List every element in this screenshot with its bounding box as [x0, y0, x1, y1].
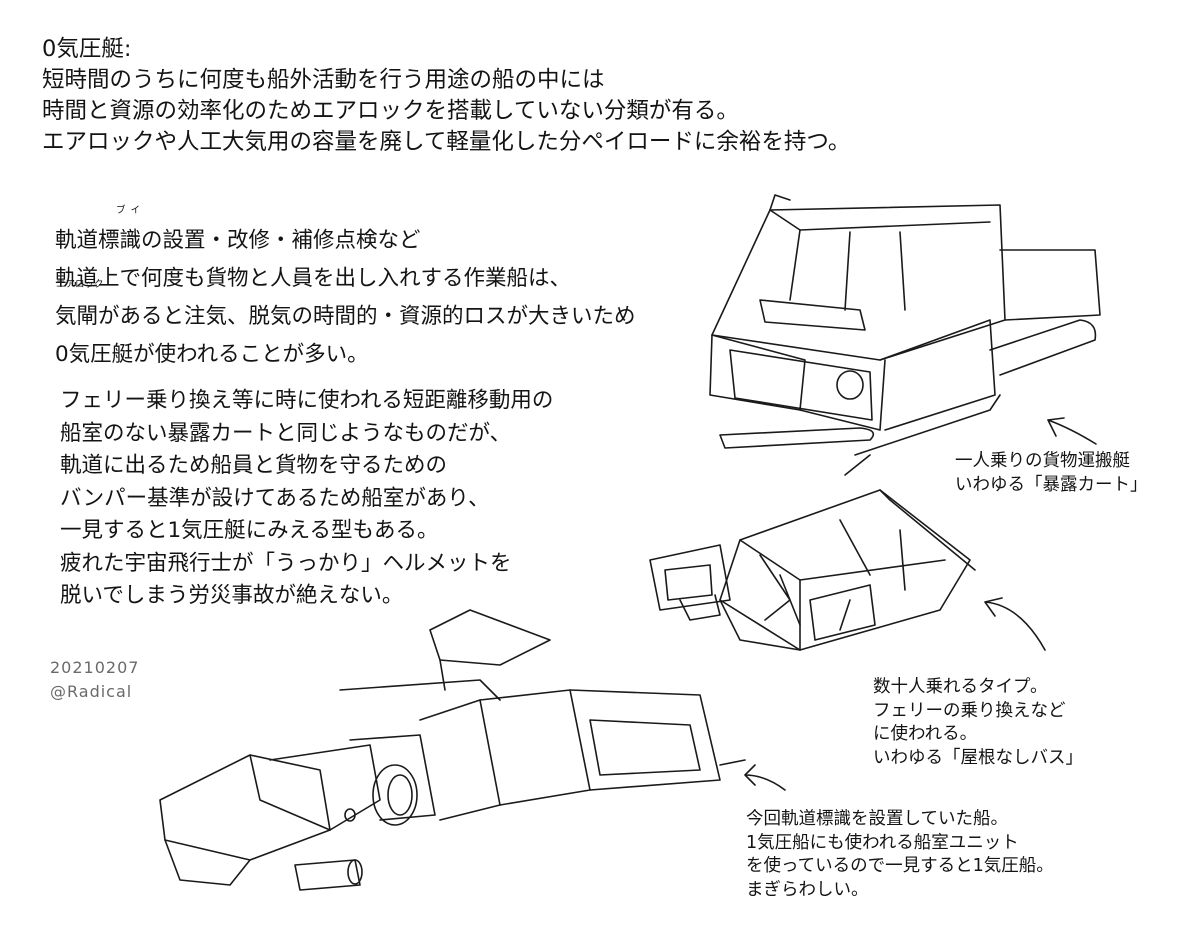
- paragraph-ferry: フェリー乗り換え等に時に使われる短距離移動用の 船室のない暴露カートと同じような…: [60, 385, 553, 613]
- caption-cargo-cart: 一人乗りの貨物運搬艇 いわゆる「暴露カート」: [955, 450, 1148, 497]
- caption-line: に使われる。: [873, 724, 978, 744]
- paragraph-line: 疲れた宇宙飛行士が「うっかり」ヘルメットを: [60, 550, 512, 576]
- ruby-airlock: エアロック: [56, 279, 104, 290]
- work-ship-sketch: [159, 609, 746, 891]
- arrow-icon-cart: [1047, 417, 1097, 445]
- paragraph-line: 気閘があると注気、脱気の時間的・資源的ロスが大きいため: [55, 304, 636, 329]
- caption-line: いわゆる「暴露カート」: [955, 474, 1148, 495]
- intro-line: エアロックや人工大気用の容量を廃して軽量化した分ペイロードに余裕を持つ。: [42, 129, 851, 155]
- caption-line: いわゆる「屋根なしバス」: [873, 747, 1083, 768]
- paragraph-line: 0気圧艇が使われることが多い。: [55, 342, 369, 367]
- paragraph-line: 脱いでしまう労災事故が絶えない。: [60, 583, 404, 608]
- cargo-cart-sketch: [709, 194, 1101, 476]
- ruby-buoy: ブイ: [116, 205, 146, 216]
- caption-line: 一人乗りの貨物運搬艇: [955, 451, 1130, 471]
- paragraph-orbital-work: 軌道標識の設置・改修・補修点検など 軌道上で何度も貨物と人員を出し入れする作業船…: [55, 222, 636, 374]
- caption-line: 1気圧船にも使われる船室ユニット: [746, 832, 1019, 853]
- intro-line: 短時間のうちに何度も船外活動を行う用途の船の中には: [42, 67, 605, 93]
- intro-block: 0気圧艇: 短時間のうちに何度も船外活動を行う用途の船の中には 時間と資源の効率…: [42, 34, 850, 158]
- caption-line: を使っているので一見すると1気圧船。: [746, 856, 1054, 876]
- paragraph-line: 船室のない暴露カートと同じようなものだが、: [60, 420, 512, 446]
- caption-line: まぎらわしい。: [746, 879, 869, 900]
- caption-work-ship: 今回軌道標識を設置していた船。 1気圧船にも使われる船室ユニット を使っているの…: [746, 808, 1054, 902]
- open-bus-sketch: [649, 489, 976, 651]
- caption-line: フェリーの乗り換えなど: [873, 700, 1066, 721]
- paragraph-line: 軌道標識の設置・改修・補修点検など: [55, 228, 421, 253]
- intro-line: 時間と資源の効率化のためエアロックを搭載していない分類が有る。: [42, 98, 739, 124]
- paragraph-line: 軌道に出るため船員と貨物を守るための: [60, 453, 448, 478]
- paragraph-line: バンパー基準が設けてあるため船室があり、: [60, 485, 490, 511]
- signature-date: 20210207: [50, 658, 140, 677]
- caption-open-bus: 数十人乗れるタイプ。 フェリーの乗り換えなど に使われる。 いわゆる「屋根なしバ…: [873, 676, 1083, 770]
- intro-title: 0気圧艇:: [42, 36, 132, 62]
- caption-line: 数十人乗れるタイプ。: [873, 677, 1048, 697]
- paragraph-line: フェリー乗り換え等に時に使われる短距離移動用の: [60, 388, 554, 413]
- paragraph-line: 軌道上で何度も貨物と人員を出し入れする作業船は、: [55, 266, 572, 291]
- arrow-icon-ship: [744, 764, 786, 791]
- arrow-icon-bus: [984, 597, 1046, 651]
- artist-signature: 20210207 @Radical: [50, 656, 139, 704]
- caption-line: 今回軌道標識を設置していた船。: [746, 809, 1008, 829]
- paragraph-line: 一見すると1気圧艇にみえる型もある。: [60, 518, 439, 543]
- signature-handle: @Radical: [50, 682, 133, 701]
